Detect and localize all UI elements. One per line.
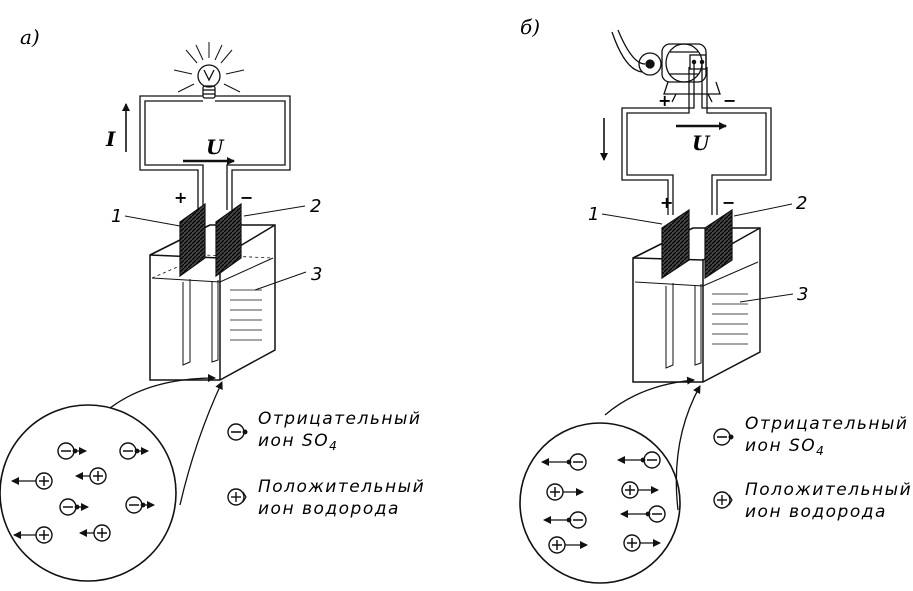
legend-negative-ion: ион SO (258, 431, 329, 451)
plus-sign-b: + (660, 193, 673, 212)
legend-positive-line2: ион водорода (258, 499, 400, 519)
legend-negative-sub: 4 (329, 439, 338, 453)
negative-ion (119, 442, 149, 460)
negative-ion (59, 498, 89, 516)
legend-b-negative-ion: ион SO (745, 436, 816, 456)
electrode-2-a (215, 202, 242, 278)
legend-b-negative-line1: Отрицательный (745, 414, 908, 434)
negative-ion (617, 451, 661, 469)
voltage-label-a: U (206, 135, 225, 159)
positive-ion (75, 467, 107, 485)
panel-b: б) + − (519, 15, 808, 584)
panel-a-letter: а) (20, 25, 40, 49)
legend-negative-line2: ион SO4 (258, 431, 338, 453)
legend-b-negative-sub: 4 (816, 444, 825, 458)
callout-1-a: 1 (111, 206, 122, 227)
callout-3-a: 3 (311, 264, 322, 285)
legend-b-positive-line1: Положительный (745, 480, 912, 500)
panel-a: а) (0, 25, 322, 582)
negative-ion (125, 496, 155, 514)
wire-circuit-b (621, 62, 772, 215)
negative-ion (541, 453, 587, 471)
current-label: I (105, 127, 116, 151)
callout-2-a: 2 (310, 196, 321, 217)
legend-positive-line1: Положительный (258, 477, 425, 497)
electrode-2-b (704, 208, 733, 280)
ion-group-a (11, 442, 155, 544)
positive-ion (11, 472, 53, 490)
electrode-1-b (661, 208, 690, 280)
minus-sign-b-top: − (723, 91, 736, 110)
voltage-label-b: U (692, 131, 711, 155)
positive-ion-symbol (227, 488, 247, 506)
positive-ion (546, 483, 584, 501)
panel-b-letter: б) (520, 15, 540, 39)
legend-b-positive-line2: ион водорода (745, 502, 887, 522)
ion-zoom-circle-a (0, 404, 177, 582)
generator-icon (611, 29, 721, 103)
negative-ion-symbol (227, 423, 248, 441)
positive-ion (548, 536, 588, 554)
minus-sign-b: − (722, 193, 735, 212)
callout-2-b: 2 (796, 193, 807, 214)
wire-circuit-a (139, 95, 291, 210)
legend-negative-line1: Отрицательный (258, 409, 421, 429)
positive-ion (623, 534, 661, 552)
negative-ion (543, 511, 587, 529)
negative-ion (620, 505, 666, 523)
callout-3-b: 3 (797, 284, 808, 305)
callout-1-b: 1 (588, 204, 599, 225)
negative-ion-symbol-b (713, 428, 734, 446)
legend-b-negative-line2: ион SO4 (745, 436, 825, 458)
plus-sign-a: + (174, 188, 187, 207)
positive-ion (13, 526, 53, 544)
positive-ion-symbol-b (713, 491, 733, 509)
plus-sign-b-top: + (658, 91, 671, 110)
negative-ion (57, 442, 87, 460)
positive-ion (621, 481, 659, 499)
electrolyte-vessel-b (632, 227, 761, 383)
positive-ion (79, 524, 111, 542)
electrolyte-vessel-a (149, 224, 276, 381)
minus-sign-a: − (240, 188, 253, 207)
electrode-1-a (179, 202, 206, 278)
ion-zoom-circle-b (519, 422, 681, 584)
ion-group-b (541, 451, 666, 554)
light-bulb-icon (173, 42, 245, 99)
legend-a: Отрицательный ион SO4 Положительный ион … (227, 409, 425, 519)
legend-b: Отрицательный ион SO4 Положительный ион … (713, 414, 912, 522)
